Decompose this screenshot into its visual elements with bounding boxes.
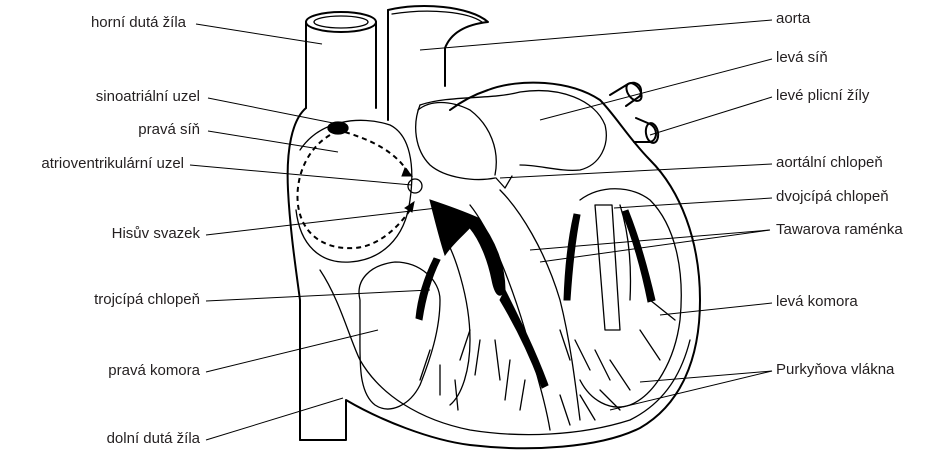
label-right-atrium: pravá síň (138, 121, 200, 139)
label-purkinje-fibers: Purkyňova vlákna (776, 361, 894, 379)
label-sa-node: sinoatriální uzel (96, 88, 200, 106)
conduction-pathways (297, 122, 422, 248)
label-right-ventricle: pravá komora (108, 362, 200, 380)
label-mitral-valve: dvojcípá chlopeň (776, 188, 889, 206)
superior-vena-cava-shape (306, 12, 376, 108)
label-left-atrium: levá síň (776, 49, 828, 67)
left-atrium-shape (416, 91, 607, 180)
his-bundle-and-branches (416, 200, 675, 425)
label-pulmonary-veins: levé plicní žíly (776, 87, 869, 105)
label-tricuspid-valve: trojcípá chlopeň (94, 291, 200, 309)
label-superior-vena-cava: horní dutá žíla (91, 14, 186, 32)
label-bundle-branches: Tawarova raménka (776, 221, 903, 239)
right-atrium-shape (296, 120, 412, 262)
septum-shape (470, 190, 580, 430)
label-inferior-vena-cava: dolní dutá žíla (107, 430, 200, 448)
label-aorta: aorta (776, 10, 810, 28)
label-aortic-valve: aortální chlopeň (776, 154, 883, 172)
label-av-node: atrioventrikulární uzel (41, 155, 184, 173)
label-his-bundle: Hisův svazek (112, 225, 200, 243)
label-left-ventricle: levá komora (776, 293, 858, 311)
aortic-root-shape (418, 103, 512, 189)
